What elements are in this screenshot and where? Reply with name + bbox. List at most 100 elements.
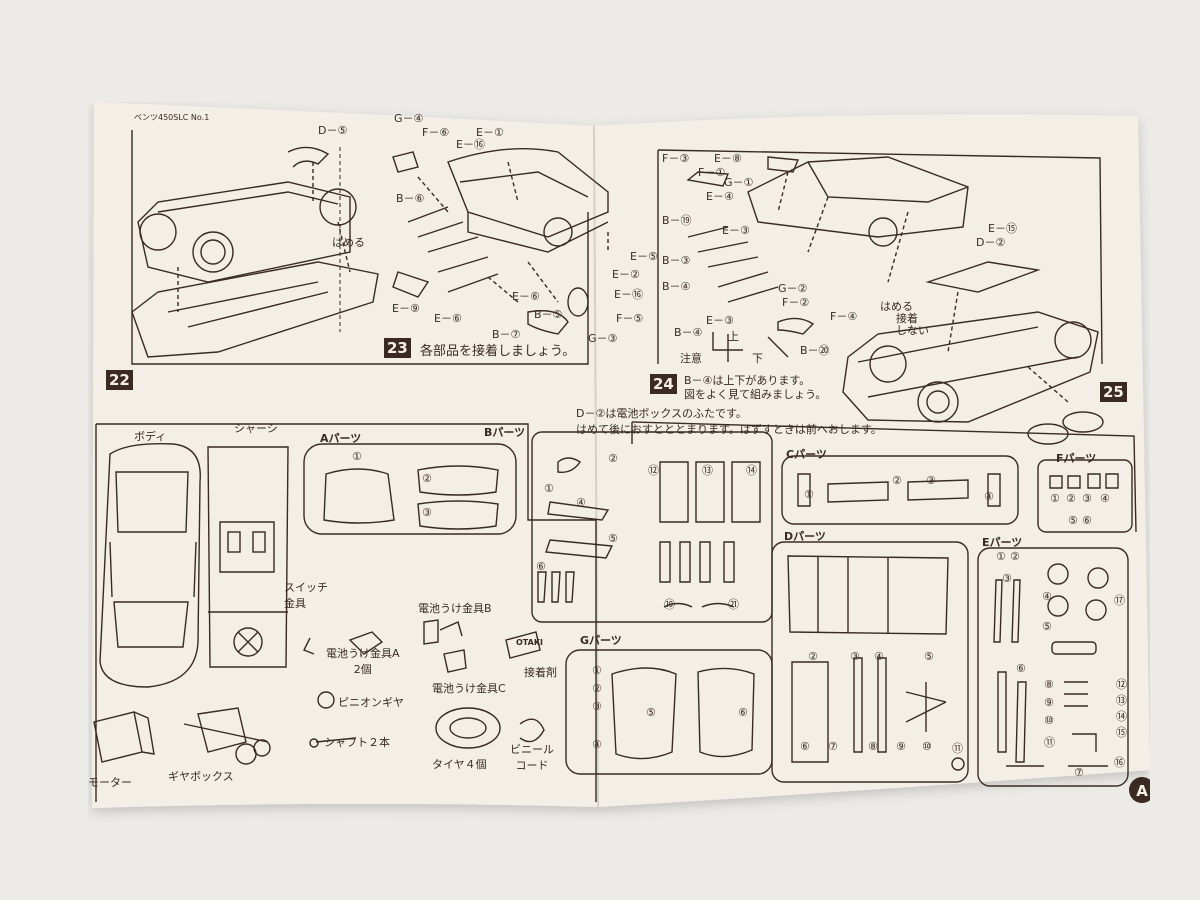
part-label: E－⑯ [614, 288, 643, 301]
sprue-c-title: Cパーツ [786, 448, 827, 461]
tire-label: タイヤ４個 [432, 758, 487, 771]
part-number: ④ [1042, 590, 1052, 603]
part-number: ⑪ [952, 742, 963, 755]
part-label: B－⑦ [492, 328, 521, 341]
part-number: ② [892, 474, 902, 487]
step-24-instruction: B－④は上下があります。 図をよく見て組みましょう。 [684, 374, 827, 401]
sprue-e-title: Eパーツ [982, 536, 1023, 549]
part-label: E－⑥ [434, 312, 462, 325]
part-number: ⑩ [922, 740, 932, 753]
part-label: G－④ [394, 112, 424, 125]
chassis-label: シャーシ [234, 422, 278, 435]
part-number: ⑤ [1042, 620, 1052, 633]
part-number: ⑥ [536, 560, 546, 573]
part-number: ㉑ [728, 598, 739, 611]
part-label: E－⑥ [512, 290, 540, 303]
part-number: ⑬ [702, 464, 713, 477]
vinyl-cord-label: ビニール コード [510, 743, 554, 772]
sprue-f-title: Fパーツ [1056, 452, 1097, 465]
orientation-up: 上 [728, 330, 739, 343]
part-number: ② [808, 650, 818, 663]
part-number: ① [544, 482, 554, 495]
part-label: E－① [476, 126, 504, 139]
part-number: ② [608, 452, 618, 465]
body-label: ボディ [134, 430, 167, 443]
sheet-artwork: A [92, 102, 1150, 808]
part-number: ⑧ [868, 740, 878, 753]
part-number: ⑫ [648, 464, 659, 477]
part-number: ① [592, 664, 602, 677]
battery-clip-a-label: 電池うけ金具A 2個 [326, 647, 400, 676]
part-label: D－⑤ [318, 124, 348, 137]
part-number: ⑯ [1114, 756, 1125, 769]
part-number: ⑬ [1116, 694, 1127, 707]
part-number: ④ [1100, 492, 1110, 505]
sprue-a-title: Aパーツ [320, 432, 362, 445]
part-number: ⑦ [1074, 766, 1084, 779]
part-number: ⑪ [1044, 736, 1055, 749]
part-label: E－⑯ [456, 138, 485, 151]
part-number: ④ [576, 496, 586, 509]
part-number: ② [1066, 492, 1076, 505]
running-head: ベンツ450SLC No.1 [134, 113, 210, 122]
part-label: F－④ [830, 310, 858, 323]
part-number: ③ [422, 506, 432, 519]
step-23-instruction: 各部品を接着しましょう。 [420, 344, 576, 359]
part-label: はめる [332, 236, 365, 249]
manufacturer-logo: A [1136, 782, 1148, 800]
part-number: ④ [874, 650, 884, 663]
part-number: ⑨ [1044, 696, 1054, 709]
sprue-d-title: Dパーツ [784, 530, 826, 543]
part-label: E－② [612, 268, 640, 281]
part-number: ⑭ [746, 464, 757, 477]
part-number: ⑨ [896, 740, 906, 753]
part-label: F－⑤ [616, 312, 644, 325]
part-label: G－② [778, 282, 808, 295]
part-number: ⑧ [1044, 678, 1054, 691]
part-label: B－④ [662, 280, 691, 293]
instruction-sheet: A ベンツ450SLC No.1 22 D－⑤ はめる 23 各部品を接着しまし… [88, 102, 1150, 822]
part-label: E－⑮ [988, 222, 1017, 235]
part-number: ⑩ [1044, 714, 1054, 727]
step-number-25: 25 [1100, 382, 1127, 402]
part-number: ① [804, 488, 814, 501]
part-label: しない [896, 324, 929, 337]
part-label: 接着 [896, 312, 918, 325]
part-number: ⑥ [738, 706, 748, 719]
part-number: ⑥ [1082, 514, 1092, 527]
part-number: ③ [1082, 492, 1092, 505]
part-label: E－⑤ [630, 250, 658, 263]
glue-label: 接着剤 [524, 666, 557, 679]
part-label: E－⑨ [392, 302, 420, 315]
part-number: ⑫ [1116, 678, 1127, 691]
part-number: ⑤ [924, 650, 934, 663]
part-number: ① [1050, 492, 1060, 505]
part-label: G－① [724, 176, 754, 189]
part-number: ② [592, 682, 602, 695]
sprue-g-title: Gパーツ [580, 634, 622, 647]
part-number: ④ [984, 490, 994, 503]
part-number: ① [996, 550, 1006, 563]
part-number: ⑰ [1114, 594, 1125, 607]
part-number: ⑭ [1116, 710, 1127, 723]
part-number: ③ [850, 650, 860, 663]
part-number: ⑮ [1116, 726, 1127, 739]
gearbox-label: ギヤボックス [168, 770, 234, 783]
glue-brand: OTAKI [516, 638, 544, 647]
step-number-24: 24 [650, 374, 677, 394]
sprue-b-title: Bパーツ [484, 426, 526, 439]
part-number: ④ [592, 738, 602, 751]
part-label: B－⑤ [534, 308, 563, 321]
battery-clip-b-label: 電池うけ金具B [418, 602, 492, 615]
orientation-down: 下 [752, 352, 763, 365]
part-number: ⑤ [608, 532, 618, 545]
part-number: ① [352, 450, 362, 463]
part-number: ② [422, 472, 432, 485]
pinion-gear-label: ピニオンギヤ [338, 696, 404, 709]
part-label: G－③ [588, 332, 618, 345]
part-label: E－③ [722, 224, 750, 237]
part-number: ⑥ [1016, 662, 1026, 675]
part-label: B－⑲ [662, 214, 692, 227]
switch-label: スイッチ 金具 [284, 581, 328, 610]
part-label: F－① [698, 166, 726, 179]
